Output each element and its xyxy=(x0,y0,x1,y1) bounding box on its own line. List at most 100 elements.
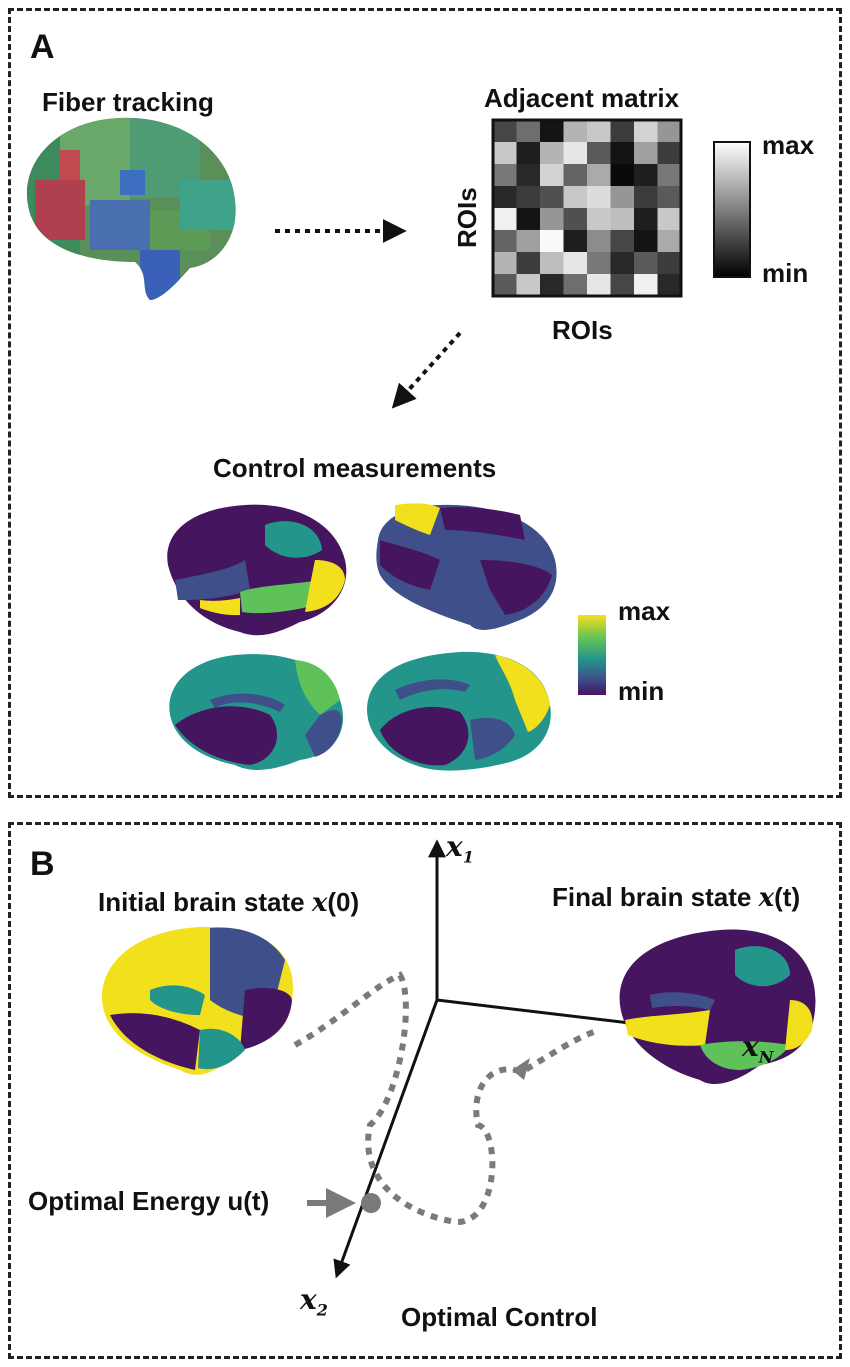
matrix-cell xyxy=(540,164,564,187)
matrix-cell xyxy=(587,142,611,165)
matrix-cell xyxy=(516,120,541,143)
matrix-cell xyxy=(634,252,658,275)
brain-medial-left xyxy=(169,654,344,770)
matrix-cell xyxy=(540,120,564,143)
panel-a xyxy=(8,8,842,798)
matrix-cell xyxy=(657,208,682,231)
adjacent-matrix-grid xyxy=(493,120,682,297)
final-state-suffix: (t) xyxy=(774,882,801,912)
matrix-cell xyxy=(610,274,635,297)
matrix-cell xyxy=(493,142,517,165)
matrix-cell xyxy=(516,164,541,187)
matrix-scale-min: min xyxy=(762,258,809,288)
matrix-scale-max: max xyxy=(762,130,815,160)
matrix-cell xyxy=(563,252,588,275)
brain-lateral-left xyxy=(167,504,347,636)
matrix-cell xyxy=(610,164,635,187)
matrix-cell xyxy=(540,274,564,297)
final-brain-state-label: Final brain state x(t) xyxy=(552,882,800,913)
matrix-cell xyxy=(516,252,541,275)
matrix-cell xyxy=(634,230,658,253)
initial-brain-state-image xyxy=(101,926,294,1075)
axis-x1-main: x xyxy=(446,830,463,863)
matrix-cell xyxy=(657,230,682,253)
grayscale-colorbar xyxy=(713,141,751,278)
axis-x2-label: x2 xyxy=(300,1283,328,1320)
final-state-var: x xyxy=(758,883,775,913)
matrix-y-axis-label: ROIs xyxy=(452,187,482,248)
axis-xn-sub: N xyxy=(758,1047,774,1067)
matrix-cell xyxy=(516,208,541,231)
adjacent-matrix-title: Adjacent matrix xyxy=(484,83,680,113)
matrix-cell xyxy=(587,186,611,209)
control-measurements-title: Control measurements xyxy=(213,453,497,483)
initial-state-suffix: (0) xyxy=(327,887,360,917)
matrix-cell xyxy=(610,186,635,209)
axis-x2-sub: 2 xyxy=(316,1300,328,1320)
matrix-cell xyxy=(493,230,517,253)
initial-state-var: x xyxy=(311,888,328,918)
matrix-cell xyxy=(657,274,682,297)
matrix-cell xyxy=(587,164,611,187)
matrix-cell xyxy=(563,164,588,187)
matrix-cell xyxy=(634,186,658,209)
optimal-energy-label: Optimal Energy u(t) xyxy=(28,1186,270,1216)
matrix-cell xyxy=(493,164,517,187)
matrix-cell xyxy=(657,252,682,275)
optimal-control-label: Optimal Control xyxy=(401,1302,598,1332)
matrix-cell xyxy=(563,274,588,297)
matrix-cell xyxy=(540,208,564,231)
matrix-x-axis-label: ROIs xyxy=(552,315,613,345)
matrix-cell xyxy=(563,142,588,165)
matrix-cell xyxy=(540,252,564,275)
matrix-cell xyxy=(657,164,682,187)
matrix-cell xyxy=(610,230,635,253)
optimal-control-trajectory xyxy=(293,971,601,1226)
matrix-cell xyxy=(587,274,611,297)
matrix-cell xyxy=(540,142,564,165)
matrix-cell xyxy=(587,208,611,231)
matrix-cell xyxy=(516,230,541,253)
matrix-cell xyxy=(563,230,588,253)
initial-state-prefix: Initial brain state xyxy=(98,887,312,917)
final-state-prefix: Final brain state xyxy=(552,882,759,912)
matrix-cell xyxy=(493,252,517,275)
dotted-arrow-down xyxy=(391,331,462,409)
fiber-tracking-brain-image xyxy=(26,117,236,301)
viridis-scale-min: min xyxy=(618,676,665,706)
matrix-cell xyxy=(634,120,658,143)
matrix-cell xyxy=(587,252,611,275)
matrix-cell xyxy=(516,186,541,209)
matrix-cell xyxy=(610,142,635,165)
matrix-cell xyxy=(540,230,564,253)
adjacent-matrix-border xyxy=(491,118,683,298)
fiber-tracking-label: Fiber tracking xyxy=(42,87,214,117)
matrix-cell xyxy=(657,142,682,165)
viridis-colorbar xyxy=(578,615,606,695)
matrix-cell xyxy=(634,274,658,297)
matrix-cell xyxy=(540,186,564,209)
initial-brain-state-label: Initial brain state x(0) xyxy=(98,887,359,918)
matrix-cell xyxy=(657,186,682,209)
matrix-cell xyxy=(563,186,588,209)
axis-xn-main: x xyxy=(742,1030,759,1063)
matrix-cell xyxy=(563,208,588,231)
matrix-cell xyxy=(634,142,658,165)
matrix-cell xyxy=(493,186,517,209)
axis-x1-sub: 1 xyxy=(462,847,474,867)
matrix-cell xyxy=(610,252,635,275)
brain-lateral-right xyxy=(376,503,557,630)
matrix-cell xyxy=(610,208,635,231)
matrix-cell xyxy=(610,120,635,143)
viridis-scale-max: max xyxy=(618,596,671,626)
panel-b xyxy=(8,822,842,1359)
panel-b-letter: B xyxy=(30,845,55,883)
brain-medial-right xyxy=(367,651,551,771)
matrix-cell xyxy=(657,120,682,143)
matrix-cell xyxy=(587,230,611,253)
matrix-cell xyxy=(516,274,541,297)
panel-a-letter: A xyxy=(30,28,55,66)
matrix-cell xyxy=(634,208,658,231)
matrix-cell xyxy=(634,164,658,187)
